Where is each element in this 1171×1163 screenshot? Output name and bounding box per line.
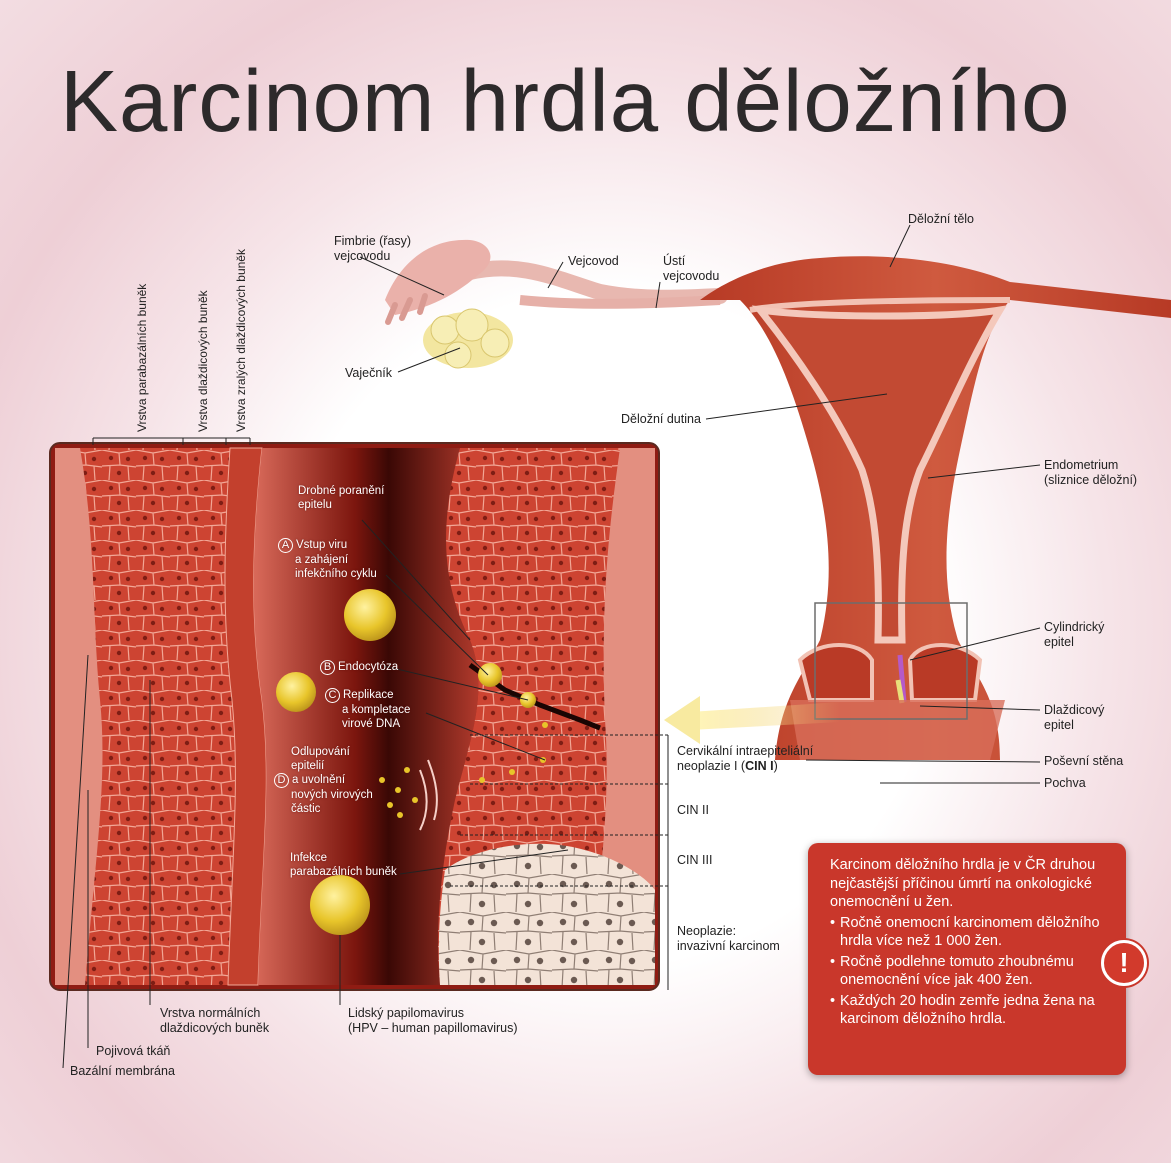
label-usti-vejcovodu: Ústívejcovodu bbox=[663, 254, 719, 284]
label-vrstva-parabazalnich: Vrstva parabazálních buněk bbox=[135, 284, 149, 432]
virus-particle bbox=[276, 672, 316, 712]
label-delozni-telo: Děložní tělo bbox=[908, 212, 974, 227]
statistics-intro: Karcinom děložního hrdla je v ČR druhou … bbox=[830, 856, 1104, 912]
statistics-list: Ročně onemocní karcinomem děložního hrdl… bbox=[830, 914, 1104, 1029]
label-fimbrie: Fimbrie (řasy)vejcovodu bbox=[334, 234, 411, 264]
label-infekce: Infekceparabazálních buněk bbox=[290, 851, 397, 879]
label-cin3: CIN III bbox=[677, 853, 712, 868]
statistics-item: Ročně podlehne tomuto zhoubnému onemocně… bbox=[830, 953, 1104, 990]
label-pochva: Pochva bbox=[1044, 776, 1086, 791]
label-pojivova-tkan: Pojivová tkáň bbox=[96, 1044, 170, 1059]
label-posevni-stena: Poševní stěna bbox=[1044, 754, 1123, 769]
label-endometrium: Endometrium(sliznice děložní) bbox=[1044, 458, 1137, 488]
label-vrstva-dlazdicovych: Vrstva dlaždicových buněk bbox=[196, 290, 210, 432]
ovary bbox=[423, 309, 513, 368]
label-dlazdicovy-epitel: Dlaždicovýepitel bbox=[1044, 703, 1104, 733]
virus-particle bbox=[344, 589, 396, 641]
label-drobne-poraneni: Drobné poraněníepitelu bbox=[298, 484, 384, 512]
label-neoplazie: Neoplazie:invazivní karcinom bbox=[677, 924, 780, 954]
uterus bbox=[700, 256, 1171, 760]
label-vajecnik: Vaječník bbox=[345, 366, 392, 381]
label-vrstva-zralych: Vrstva zralých dlaždicových buněk bbox=[234, 249, 248, 432]
marker-a: A bbox=[278, 538, 293, 553]
label-hpv: Lidský papilomavirus(HPV – human papillo… bbox=[348, 1006, 518, 1036]
label-step-c: CReplikace a kompletace virové DNA bbox=[325, 688, 410, 731]
virus-particle bbox=[310, 875, 370, 935]
marker-b: B bbox=[320, 660, 335, 675]
statistics-item: Každých 20 hodin zemře jedna žena na kar… bbox=[830, 992, 1104, 1029]
label-step-d: Odlupování epitelií Da uvolnění nových v… bbox=[274, 745, 373, 816]
marker-d: D bbox=[274, 773, 289, 788]
label-step-a: AVstup viru a zahájení infekčního cyklu bbox=[278, 538, 377, 581]
label-vrstva-normalnich: Vrstva normálníchdlaždicových buněk bbox=[160, 1006, 269, 1036]
label-cin2: CIN II bbox=[677, 803, 709, 818]
marker-c: C bbox=[325, 688, 340, 703]
label-delozni-dutina: Děložní dutina bbox=[621, 412, 701, 427]
label-cin1: Cervikální intraepiteliálníneoplazie I (… bbox=[677, 744, 813, 774]
statistics-box: Karcinom děložního hrdla je v ČR druhou … bbox=[808, 843, 1126, 1075]
label-bazalni-membrana: Bazální membrána bbox=[70, 1064, 175, 1079]
label-vejcovod: Vejcovod bbox=[568, 254, 619, 269]
exclamation-icon: ! bbox=[1101, 940, 1147, 986]
virus-particle bbox=[478, 663, 502, 687]
statistics-item: Ročně onemocní karcinomem děložního hrdl… bbox=[830, 914, 1104, 951]
label-step-b: BEndocytóza bbox=[320, 660, 398, 675]
label-cylindricky-epitel: Cylindrickýepitel bbox=[1044, 620, 1104, 650]
